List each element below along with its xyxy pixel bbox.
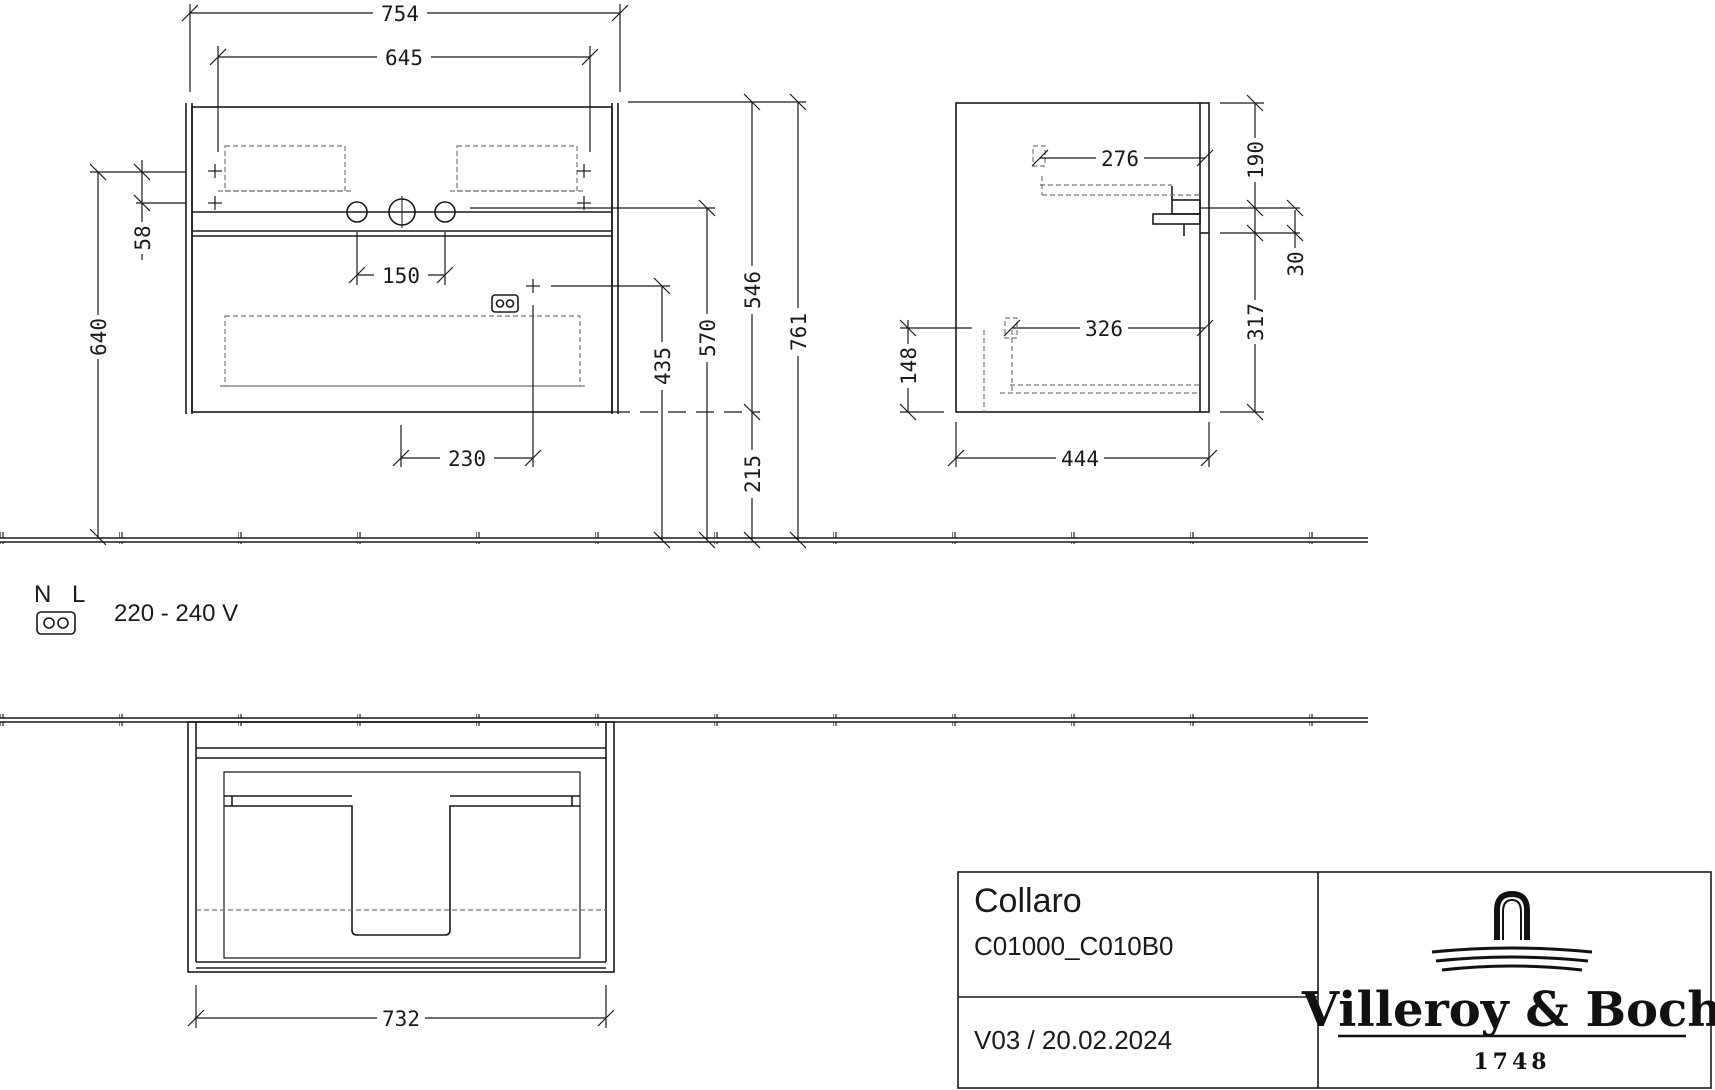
dim-435: 435: [651, 347, 675, 385]
socket-icon: [36, 611, 76, 635]
article-code: C01000_C010B0: [974, 931, 1174, 961]
dim-30: 30: [1284, 251, 1308, 276]
dim-150: 150: [382, 264, 420, 288]
brand-year: 1748: [1473, 1049, 1550, 1075]
electrical-legend: N L 220 - 240 V: [34, 581, 238, 635]
dim-276: 276: [1101, 147, 1139, 171]
product-name: Collaro: [974, 882, 1082, 920]
voltage-label: 220 - 240 V: [114, 600, 238, 627]
dim-230: 230: [448, 447, 486, 471]
dim-326: 326: [1085, 317, 1123, 341]
neutral-label: N: [34, 581, 51, 608]
top-view: [187, 721, 615, 973]
live-label: L: [72, 581, 85, 608]
side-view: [955, 102, 1210, 413]
dim-546: 546: [741, 271, 765, 309]
dim-444: 444: [1061, 447, 1099, 471]
faucet-logo-icon: [1431, 890, 1593, 972]
version-date: V03 / 20.02.2024: [974, 1025, 1172, 1055]
dim-148: 148: [897, 347, 921, 385]
dim-58: 58: [131, 225, 155, 250]
dim-215: 215: [741, 455, 765, 493]
dim-732: 732: [382, 1007, 420, 1031]
floor-line: [0, 532, 1368, 544]
dim-640: 640: [87, 318, 111, 356]
title-block: Collaro C01000_C010B0 V03 / 20.02.2024 V…: [957, 871, 1715, 1089]
dim-754: 754: [381, 2, 419, 26]
dim-761: 761: [787, 313, 811, 351]
brand-name: Villeroy & Boch: [1301, 982, 1715, 1038]
wall-line: [0, 714, 1368, 726]
dim-645: 645: [385, 46, 423, 70]
front-socket-icon: [491, 294, 519, 313]
dim-570: 570: [696, 319, 720, 357]
front-view: [185, 103, 619, 414]
dim-317: 317: [1244, 303, 1268, 341]
dim-190: 190: [1244, 141, 1268, 179]
